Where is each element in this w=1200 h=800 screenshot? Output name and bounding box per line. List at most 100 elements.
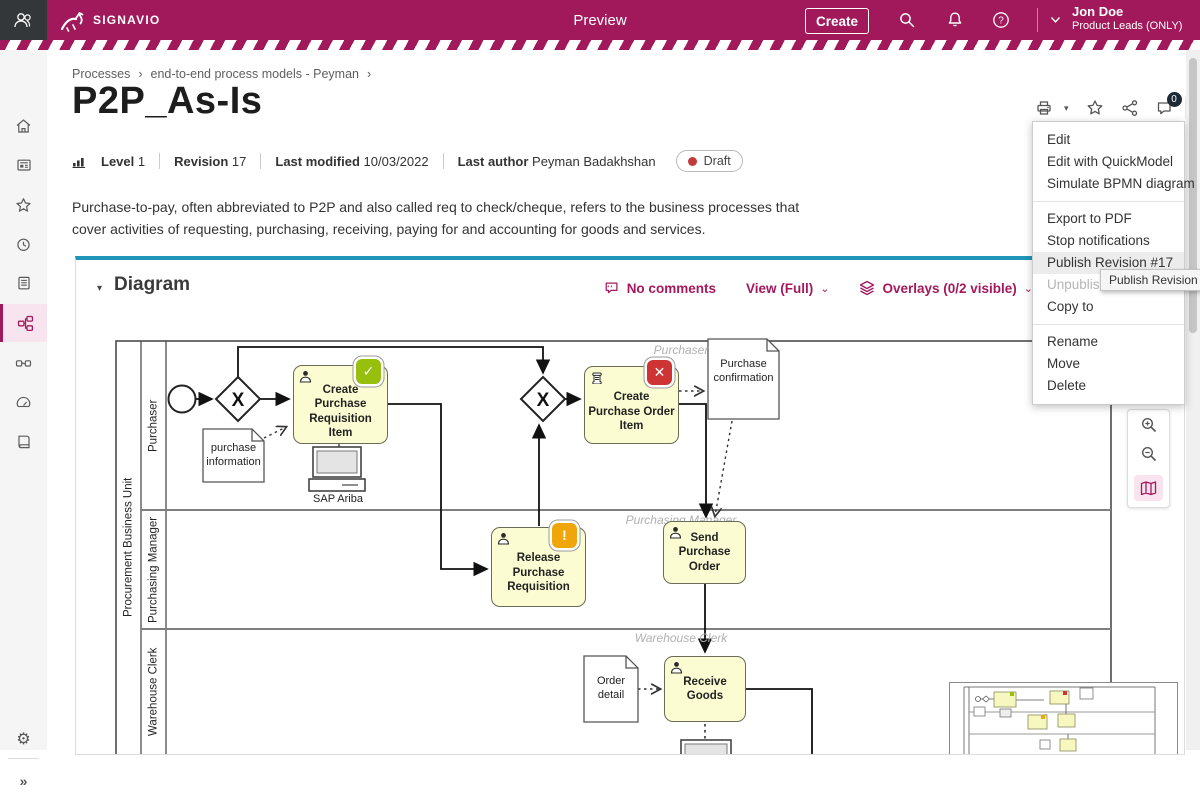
- breadcrumb-separator: ›: [138, 67, 143, 81]
- revision-value: 17: [231, 153, 247, 169]
- sidebar-item-tasks[interactable]: [0, 264, 47, 302]
- menu-item-simulate[interactable]: Simulate BPMN diagram: [1047, 176, 1195, 191]
- favorite-star-icon[interactable]: [1086, 99, 1104, 117]
- task-send-purchase-order[interactable]: Send Purchase Order: [663, 521, 746, 584]
- menu-item-stop-notifications[interactable]: Stop notifications: [1047, 233, 1150, 248]
- sidebar: ⚙ »: [0, 50, 47, 789]
- scrollbar-thumb[interactable]: [1189, 58, 1197, 333]
- task-release-purchase-requisition[interactable]: ! Release Purchase Requisition: [491, 523, 586, 607]
- task-create-purchase-requisition-item[interactable]: ✓ Create Purchase Requisition Item: [293, 359, 388, 444]
- task-create-purchase-order-item[interactable]: ✕ Create Purchase Order Item: [584, 360, 679, 444]
- clipboard-icon: [17, 276, 30, 290]
- sidebar-item-settings[interactable]: ⚙: [0, 720, 47, 758]
- sidebar-item-news[interactable]: [0, 146, 47, 184]
- task-label: Create Purchase Requisition Item: [309, 383, 372, 439]
- print-dropdown-caret[interactable]: ▾: [1064, 102, 1069, 113]
- top-bar: SIGNAVIO Preview Create ? Jon Doe Produc…: [0, 0, 1200, 40]
- sidebar-item-history[interactable]: [0, 225, 47, 263]
- rejected-badge[interactable]: ✕: [647, 360, 672, 385]
- task-label: Receive Goods: [683, 675, 727, 702]
- script-task-icon: [592, 372, 602, 384]
- help-icon[interactable]: ?: [992, 11, 1010, 29]
- user-task-icon: [670, 662, 683, 674]
- data-object-purchase-confirmation[interactable]: [707, 338, 780, 420]
- sidebar-collapse-button[interactable]: »: [0, 762, 47, 800]
- chevron-down-icon[interactable]: [1050, 16, 1061, 24]
- view-selector[interactable]: View (Full) ⌄: [746, 281, 829, 296]
- diagram-section-title: Diagram: [114, 274, 191, 295]
- gazelle-icon: [60, 12, 84, 32]
- minimap[interactable]: [949, 682, 1178, 754]
- breadcrumb-root[interactable]: Processes: [72, 67, 131, 81]
- sidebar-item-dictionary[interactable]: [0, 423, 47, 461]
- diagram-toolbar: No comments View (Full) ⌄ Overlays (0/2 …: [604, 280, 1033, 296]
- overlays-selector[interactable]: Overlays (0/2 visible) ⌄: [859, 280, 1033, 296]
- task-label: Send Purchase Order: [678, 531, 731, 573]
- it-system-label: SAP Ariba: [313, 493, 363, 506]
- data-object-purchase-information[interactable]: [202, 428, 265, 483]
- task-label: Create Purchase Order Item: [588, 391, 675, 433]
- print-icon[interactable]: [1035, 99, 1053, 117]
- bpmn-canvas[interactable]: X X: [76, 260, 1184, 754]
- comment-bubble-icon: [605, 282, 618, 294]
- breadcrumb-separator: ›: [366, 67, 372, 81]
- sidebar-item-journeys[interactable]: [0, 344, 47, 382]
- xor-gateway-2[interactable]: [519, 375, 567, 423]
- no-comments-label: No comments: [626, 280, 716, 296]
- gateway-marker: X: [537, 390, 550, 411]
- user-role: Product Leads (ONLY): [1072, 20, 1183, 33]
- pool-label[interactable]: Procurement Business Unit: [122, 477, 135, 618]
- author-label: Last author: [457, 153, 529, 169]
- lane-label-warehouse-clerk[interactable]: Warehouse Clerk: [147, 647, 160, 736]
- revision-label: Revision: [174, 153, 229, 169]
- view-label: View (Full): [745, 280, 814, 296]
- workspace-button[interactable]: [0, 0, 47, 40]
- breadcrumb-folder[interactable]: end-to-end process models - Peyman: [150, 67, 359, 81]
- zoom-out-icon[interactable]: [1140, 445, 1158, 463]
- user-menu[interactable]: Jon Doe Product Leads (ONLY): [1072, 4, 1182, 34]
- chevron-down-icon: ⌄: [820, 282, 830, 295]
- zoom-panel: [1127, 409, 1170, 508]
- menu-item-move[interactable]: Move: [1047, 356, 1081, 371]
- sidebar-item-home[interactable]: [0, 107, 47, 145]
- task-receive-goods[interactable]: Receive Goods: [664, 656, 746, 722]
- warning-badge[interactable]: !: [552, 523, 577, 548]
- sidebar-item-processes[interactable]: [0, 304, 47, 342]
- it-system-bottom[interactable]: [680, 739, 732, 754]
- xor-gateway-1[interactable]: [214, 375, 262, 423]
- menu-item-export-pdf[interactable]: Export to PDF: [1047, 211, 1132, 226]
- status-label: Draft: [703, 154, 731, 168]
- collapse-caret-icon[interactable]: ▾: [97, 283, 103, 294]
- lane-label-purchaser[interactable]: Purchaser: [147, 399, 160, 452]
- share-icon[interactable]: [1121, 99, 1139, 117]
- it-system-sap-ariba[interactable]: [308, 446, 366, 492]
- menu-item-edit[interactable]: Edit: [1047, 132, 1071, 147]
- lane-label-purchasing-manager[interactable]: Purchasing Manager: [147, 516, 160, 623]
- menu-item-rename[interactable]: Rename: [1047, 334, 1099, 349]
- journey-icon: [15, 359, 32, 367]
- signavio-logo[interactable]: SIGNAVIO: [60, 0, 160, 40]
- user-task-icon: [299, 371, 312, 383]
- gauge-icon: [16, 396, 31, 407]
- start-event[interactable]: [167, 384, 197, 414]
- sidebar-divider: [8, 758, 39, 759]
- notifications-icon[interactable]: [946, 11, 964, 29]
- menu-item-edit-quickmodel[interactable]: Edit with QuickModel: [1047, 154, 1174, 169]
- level-value: 1: [137, 153, 146, 169]
- create-button[interactable]: Create: [805, 8, 869, 34]
- menu-separator: [1033, 324, 1184, 325]
- data-object-order-detail[interactable]: [583, 655, 639, 723]
- menu-item-publish-revision[interactable]: Publish Revision #17: [1033, 252, 1184, 274]
- menu-item-delete[interactable]: Delete: [1047, 378, 1087, 393]
- sidebar-item-favorites[interactable]: [0, 186, 47, 224]
- layers-icon: [860, 280, 875, 296]
- comments-link[interactable]: No comments: [604, 280, 716, 296]
- menu-item-copy-to[interactable]: Copy to: [1047, 299, 1094, 314]
- minimap-toggle-button[interactable]: [1134, 475, 1163, 502]
- zoom-in-icon[interactable]: [1140, 416, 1158, 434]
- sidebar-item-dashboard[interactable]: [0, 383, 47, 421]
- search-icon[interactable]: [898, 11, 916, 29]
- comments-button[interactable]: 0: [1156, 92, 1182, 117]
- approved-badge[interactable]: ✓: [356, 359, 381, 384]
- topbar-divider: [1037, 8, 1038, 32]
